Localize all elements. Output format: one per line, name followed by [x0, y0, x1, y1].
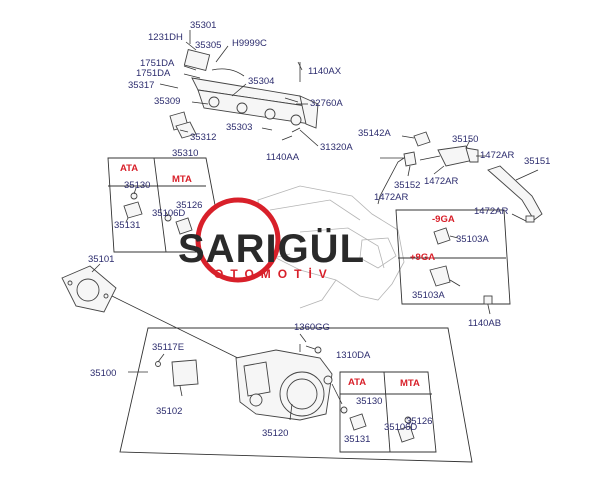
label-35103a-b: 35103A: [412, 290, 445, 301]
label-35317: 35317: [128, 80, 154, 91]
label-35152: 35152: [394, 180, 420, 191]
label-35100: 35100: [90, 368, 116, 379]
label-1472ar-a: 1472AR: [480, 150, 514, 161]
label-h9999c: H9999C: [232, 38, 267, 49]
logo-name: SARIGÜL: [178, 226, 365, 271]
9ga-variant-box: [395, 209, 511, 315]
hose-sensor-group: [377, 131, 543, 223]
label-35126-bottom: 35126: [406, 416, 432, 427]
label-mta-bottom: MTA: [400, 378, 420, 389]
top-leader-lines: [159, 30, 319, 147]
label-35301: 35301: [190, 20, 216, 31]
label-35310: 35310: [172, 148, 198, 159]
label-1140ax: 1140AX: [308, 66, 342, 77]
label-1472ar-d: 1472AR: [474, 206, 508, 217]
label-35309: 35309: [154, 96, 180, 107]
label-35106d-top: 35106D: [152, 208, 185, 219]
label-35151: 35151: [524, 156, 550, 167]
label-35106d-bottom: 35106D: [384, 422, 417, 433]
label-31320a: 31320A: [320, 142, 353, 153]
label-1751da-a: 1751DA: [140, 58, 175, 69]
label-35117e: 35117E: [152, 342, 184, 353]
sarigul-logo: SARIGÜL OTOMOTİV: [178, 197, 365, 283]
label-35131-bottom: 35131: [344, 434, 370, 445]
label-1140aa: 1140AA: [266, 152, 300, 163]
label-1472ar-c: 1472AR: [374, 192, 408, 203]
label-35103a-a: 35103A: [456, 234, 489, 245]
fuel-rail-assembly: [169, 49, 319, 139]
ata-mta-box-upper: [107, 157, 225, 253]
label-ata-top: ATA: [120, 163, 138, 174]
label-35150: 35150: [452, 134, 478, 145]
ata-mta-box-lower: [339, 371, 437, 453]
label-35101: 35101: [88, 254, 114, 265]
label-35131-top: 35131: [114, 220, 140, 231]
label-35142a: 35142A: [358, 128, 391, 139]
label-1310da: 1310DA: [336, 350, 371, 361]
label-35303: 35303: [226, 122, 252, 133]
label-35304: 35304: [248, 76, 274, 87]
part-labels: 35301 1231DH 35305 H9999C 1751DA 1751DA …: [88, 20, 550, 445]
label-35130-top: 35130: [124, 180, 150, 191]
label-1751da-b: 1751DA: [136, 68, 171, 79]
label-32760a: 32760A: [310, 98, 343, 109]
label-mta-top: MTA: [172, 174, 192, 185]
label-ata-bottom: ATA: [348, 377, 366, 388]
label-plus-9ga: +9GA: [410, 252, 435, 263]
label-35120: 35120: [262, 428, 288, 439]
label-35312: 35312: [190, 132, 216, 143]
label-1472ar-b: 1472AR: [424, 176, 458, 187]
throttle-body-box: [119, 327, 473, 463]
label-35305: 35305: [195, 40, 221, 51]
label-1360gg: 1360GG: [294, 322, 330, 333]
label-35126-top: 35126: [176, 200, 202, 211]
gasket-35101: [61, 263, 251, 365]
label-minus-9ga: -9GA: [432, 214, 455, 225]
label-1231dh: 1231DH: [148, 32, 183, 43]
label-35102: 35102: [156, 406, 182, 417]
label-1140ab: 1140AB: [468, 318, 501, 329]
label-35130-bottom: 35130: [356, 396, 382, 407]
logo-subtitle: OTOMOTİV: [214, 266, 334, 281]
